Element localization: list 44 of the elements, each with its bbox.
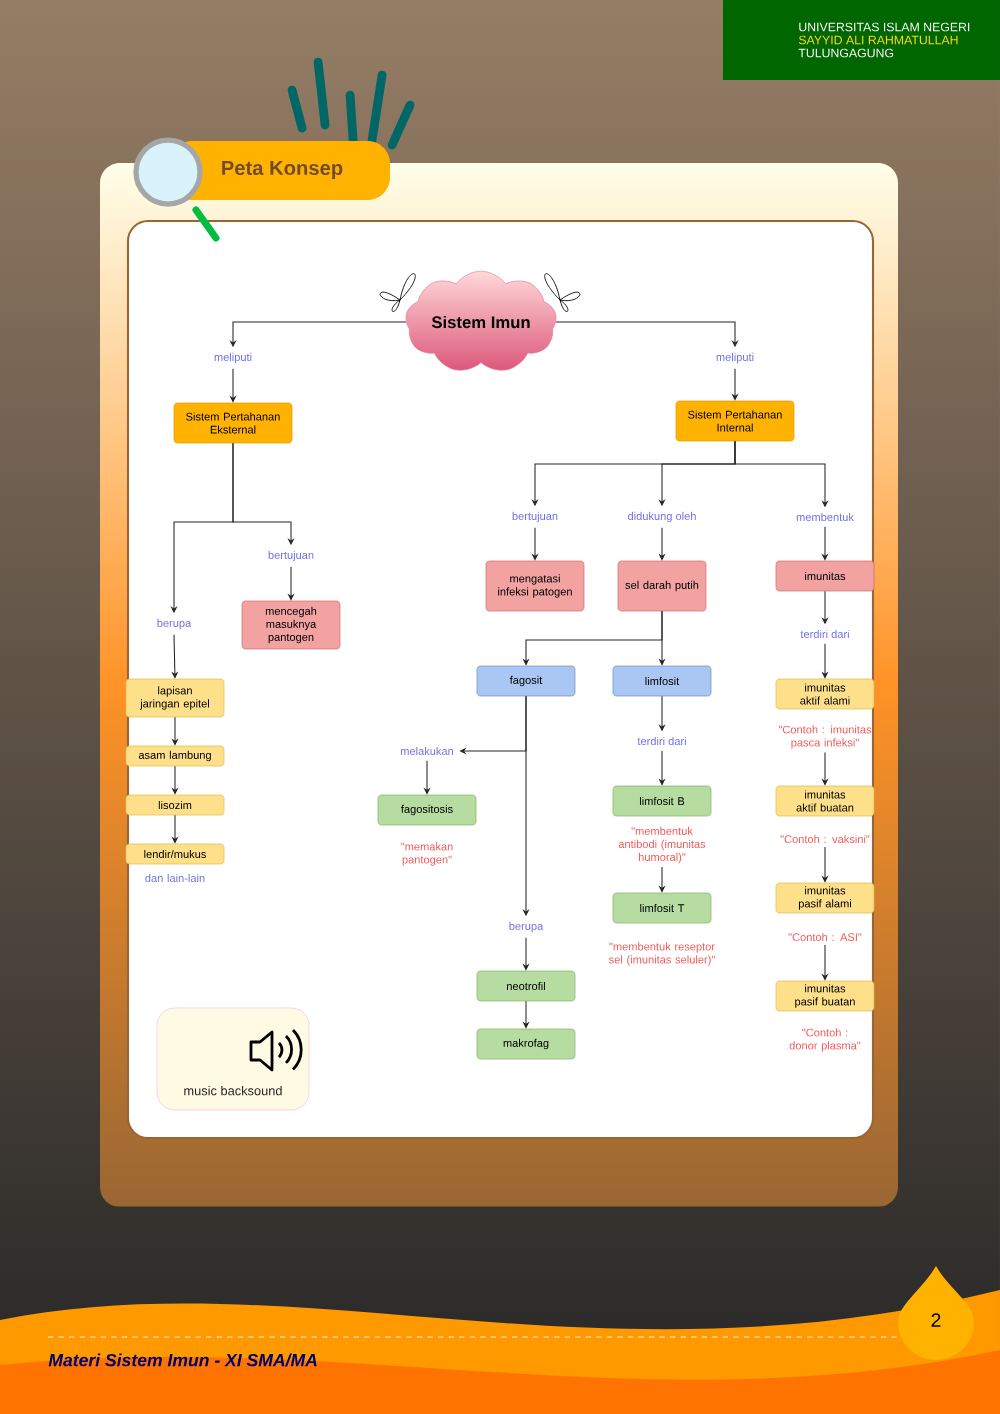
- concept-box: Sistem Pertahanan Eksternal: [173, 402, 293, 444]
- link-word: berupa: [509, 921, 544, 933]
- concept-box: limfosit: [612, 665, 712, 697]
- link-word: meliputi: [214, 352, 252, 364]
- concept-box: fagosit: [476, 665, 576, 697]
- concept-box: fagositosis: [377, 794, 477, 826]
- letterhead-banner: UNIVERSITAS ISLAM NEGERI SAYYID ALI RAHMATULLAH TULUNGAGUNG: [723, 0, 1000, 80]
- page-number-badge: 2: [898, 1266, 974, 1360]
- concept-box: lapisan jaringan epitel: [125, 678, 225, 718]
- node-note: "membentuk reseptor sel (imunitas seluler)": [608, 942, 715, 966]
- concept-box: imunitas: [775, 560, 875, 592]
- link-word: terdiri dari: [800, 629, 849, 639]
- link-word: didukung oleh: [628, 511, 696, 523]
- node-note: "memakan pantogen": [401, 842, 453, 866]
- link-word: bertujuan: [268, 550, 314, 562]
- link-word: membentuk: [796, 512, 854, 522]
- concept-box: lendir/mukus: [125, 843, 225, 865]
- link-word: melakukan: [400, 746, 454, 756]
- audio-card: music backsound: [156, 1007, 310, 1111]
- link-word: bertujuan: [512, 511, 558, 523]
- concept-box: imunitas pasif buatan: [775, 980, 875, 1012]
- footer-text: Materi Sistem Imun - XI SMA/MA: [48, 1353, 317, 1367]
- concept-box: sel darah putih: [617, 560, 707, 612]
- concept-box: imunitas aktif alami: [775, 678, 875, 710]
- concept-box: imunitas aktif buatan: [775, 785, 875, 817]
- concept-box: lisozim: [125, 794, 225, 816]
- link-word: terdiri dari: [637, 736, 686, 746]
- concept-box: Sistem Pertahanan Internal: [675, 400, 795, 442]
- concept-box: neotrofil: [476, 970, 576, 1002]
- concept-box: mencegah masuknya pantogen: [241, 600, 341, 650]
- concept-box: mengatasi infeksi patogen: [485, 560, 585, 612]
- concept-box: limfosit T: [612, 892, 712, 924]
- concept-box: imunitas pasif alami: [775, 882, 875, 914]
- node-note: dan lain-lain: [145, 873, 205, 883]
- example-note: "Contoh : imunitas pasca infeksi": [778, 725, 872, 749]
- link-word: berupa: [157, 618, 192, 630]
- example-note: "Contoh : ASI": [788, 932, 862, 942]
- node-note: "Contoh : donor plasma": [789, 1028, 861, 1052]
- example-note: "Contoh : vaksini": [780, 834, 870, 844]
- concept-box: makrofag: [476, 1028, 576, 1060]
- concept-box: limfosit B: [612, 785, 712, 817]
- concept-box: asam lambung: [125, 745, 225, 767]
- link-word: meliputi: [716, 352, 754, 364]
- example-note: "membentuk antibodi (imunitas humoral)": [618, 826, 706, 864]
